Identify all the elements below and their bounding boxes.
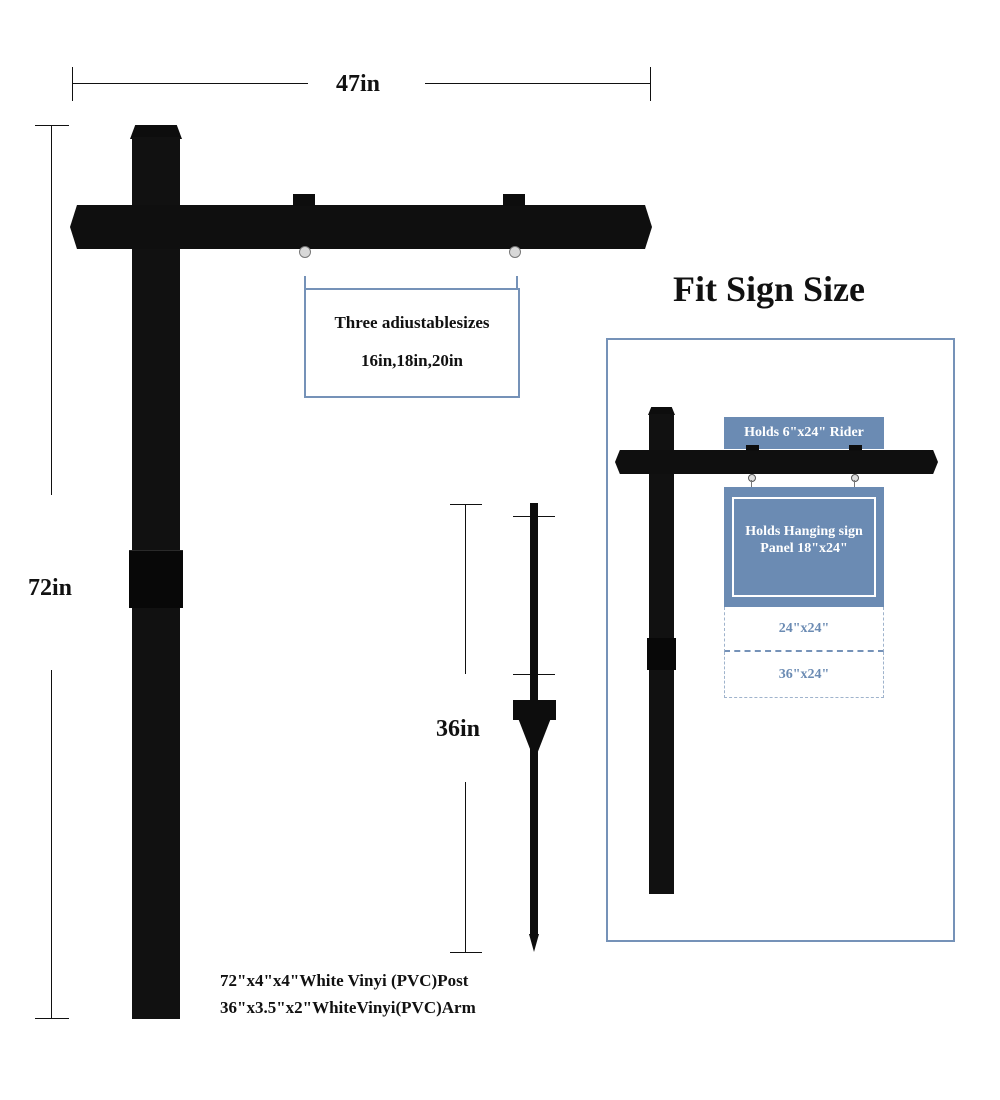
eye-hook-right (509, 246, 521, 258)
spec-arm-text: 36"x3.5"x2"WhiteVinyi(PVC)Arm (220, 998, 476, 1017)
post-cap (130, 125, 182, 139)
fit-sign-frame (606, 338, 955, 942)
mini-hook-left (748, 474, 756, 482)
mini-arm (615, 450, 938, 474)
rider-panel: Holds 6"x24" Rider (724, 417, 884, 449)
rider-clip-left (293, 194, 315, 206)
hanging-panel: Holds Hanging sign Panel 18"x24" (724, 487, 884, 607)
stake-bracket (513, 700, 556, 720)
post-sleeve (129, 550, 183, 608)
mini-clip-right (849, 445, 862, 451)
height-label: 72in (28, 575, 73, 601)
rider-label: Holds 6"x24" Rider (744, 425, 864, 440)
stake-wedge (518, 718, 551, 752)
adjustable-sizes-values: 16in,18in,20in (360, 351, 464, 370)
sign-arm (70, 205, 652, 249)
mini-post-sleeve (647, 638, 676, 670)
mini-post-cap (648, 407, 675, 415)
size-option-36x24-label: 36"x24" (778, 667, 830, 682)
size-option-24x24: 24"x24" (724, 607, 884, 652)
size-option-36x24: 36"x24" (724, 652, 884, 698)
eye-hook-left (299, 246, 311, 258)
mini-hook-right (851, 474, 859, 482)
fit-sign-title: Fit Sign Size (673, 269, 866, 309)
rider-clip-right (503, 194, 525, 206)
hanging-panel-label: Holds Hanging sign Panel 18"x24" (745, 524, 863, 556)
size-option-24x24-label: 24"x24" (778, 621, 830, 636)
width-label: 47in (336, 71, 381, 97)
stake-length-label: 36in (436, 716, 481, 742)
mini-clip-left (746, 445, 759, 451)
stake-tip (529, 934, 539, 952)
adjustable-sizes-heading: Three adiustablesizes (334, 313, 490, 332)
spec-post-text: 72"x4"x4"White Vinyi (PVC)Post (220, 971, 469, 990)
